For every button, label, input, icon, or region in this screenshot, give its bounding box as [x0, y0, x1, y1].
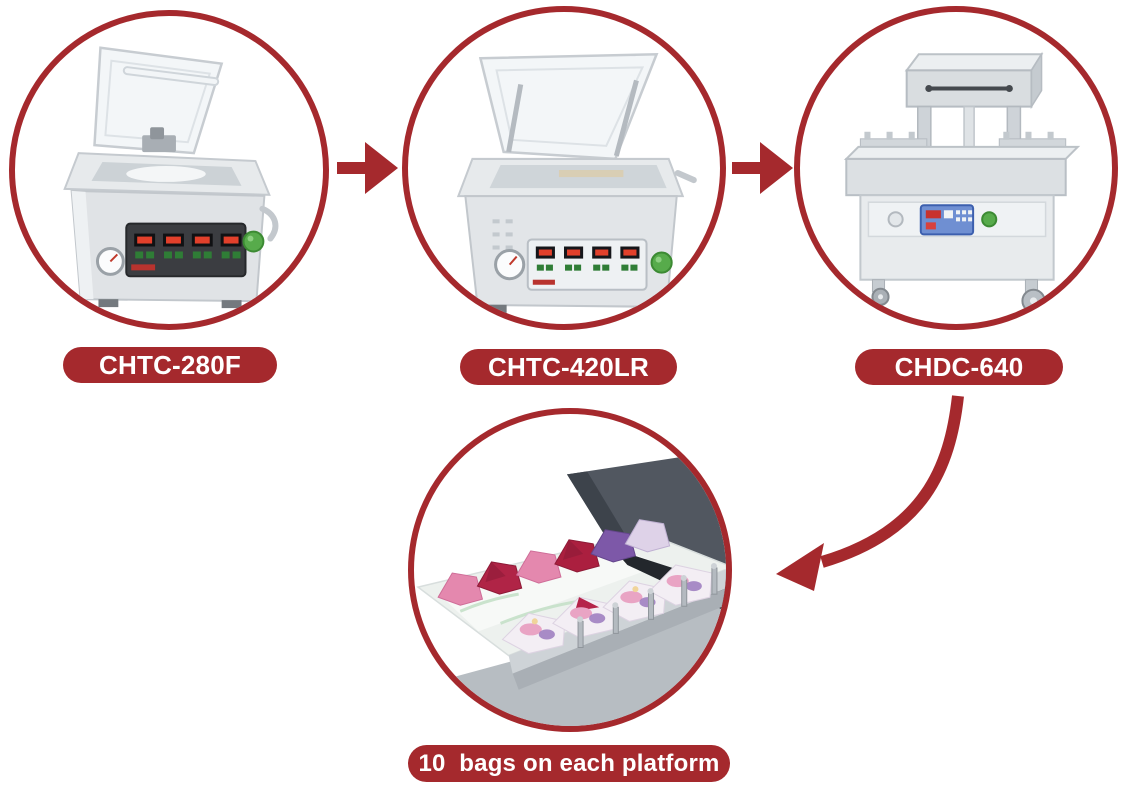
curved-arrow-line [820, 395, 964, 568]
step-circle-bags-platform [408, 408, 732, 732]
curved-arrow-head-icon [776, 543, 824, 591]
step-label-chtc-420lr: CHTC-420LR [460, 349, 677, 385]
machine-photo-chdc-640 [843, 51, 1081, 313]
step-label-text: 10 bags on each platform [418, 749, 720, 777]
flow-arrow-1-icon [337, 142, 398, 194]
step-label-chtc-280f: CHTC-280F [63, 347, 277, 383]
step-label-text: CHTC-280F [99, 349, 241, 380]
step-circle-chtc-420lr [402, 6, 726, 330]
step-circle-chdc-640 [794, 6, 1118, 330]
step-label-bags-platform: 10 bags on each platform [408, 745, 730, 782]
machine-photo-chtc-280f [63, 46, 279, 309]
step-label-text: CHTC-420LR [488, 351, 649, 382]
flow-arrow-2-icon [732, 142, 793, 194]
bags-on-platform-photo [414, 450, 726, 726]
step-circle-chtc-280f [9, 10, 329, 330]
step-label-text: CHDC-640 [894, 351, 1024, 382]
step-label-chdc-640: CHDC-640 [855, 349, 1063, 385]
machine-photo-chtc-420lr [456, 52, 697, 314]
